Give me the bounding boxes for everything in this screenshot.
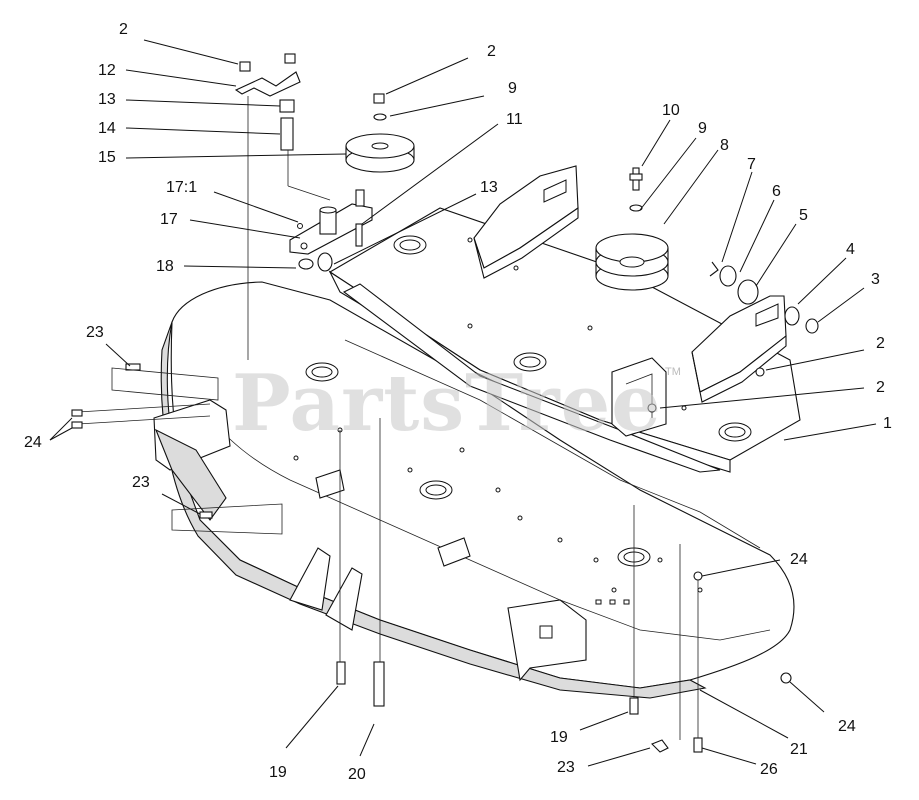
callout-labels: 2 12 13 14 15 2 9 11 17:1 17 13 18 10 9 … — [24, 21, 892, 783]
callout-label: 23 — [557, 759, 575, 776]
callout-label: 2 — [876, 335, 885, 352]
callout-label: 7 — [747, 156, 756, 173]
callout-label: 26 — [760, 761, 778, 778]
callout-label: 15 — [98, 149, 116, 166]
fasteners — [71, 363, 792, 753]
callout-label: 12 — [98, 62, 116, 79]
callout-label: 23 — [132, 474, 150, 491]
callout-label: 6 — [772, 183, 781, 200]
callout-label: 4 — [846, 241, 855, 258]
callout-label: 17:1 — [166, 179, 197, 196]
idler-mounting-plate — [328, 207, 801, 473]
callout-label: 8 — [720, 137, 729, 154]
idler-arm-assembly — [289, 189, 373, 272]
callout-label: 18 — [156, 258, 174, 275]
left-pivot-stack — [234, 53, 331, 360]
callout-label: 19 — [269, 764, 287, 781]
belt-guide-brackets — [473, 165, 787, 437]
callout-label: 20 — [348, 766, 366, 783]
callout-label: 24 — [24, 434, 42, 451]
callout-label: 24 — [790, 551, 808, 568]
svg-text:PartsTree: PartsTree — [232, 358, 662, 449]
callout-label: 24 — [838, 718, 856, 735]
watermark: PartsTree TM — [232, 358, 681, 449]
callout-label: 19 — [550, 729, 568, 746]
callout-label: 9 — [698, 120, 707, 137]
callout-label: 21 — [790, 741, 808, 758]
callout-label: 10 — [662, 102, 680, 119]
leader-lines — [49, 39, 877, 767]
callout-label: 13 — [480, 179, 498, 196]
callout-label: 17 — [160, 211, 178, 228]
mower-deck-housing — [153, 281, 795, 699]
callout-label: 2 — [876, 379, 885, 396]
callout-label: 1 — [883, 415, 892, 432]
right-idler-pulley — [595, 167, 669, 291]
callout-label: 3 — [871, 271, 880, 288]
callout-label: 2 — [119, 21, 128, 38]
callout-label: 9 — [508, 80, 517, 97]
right-spindle-stack — [709, 261, 819, 334]
callout-label: 14 — [98, 120, 116, 137]
callout-label: 23 — [86, 324, 104, 341]
callout-label: 5 — [799, 207, 808, 224]
svg-text:TM: TM — [665, 366, 681, 378]
callout-label: 11 — [506, 111, 523, 128]
callout-label: 2 — [487, 43, 496, 60]
left-idler-pulley — [345, 93, 415, 173]
callout-label: 13 — [98, 91, 116, 108]
